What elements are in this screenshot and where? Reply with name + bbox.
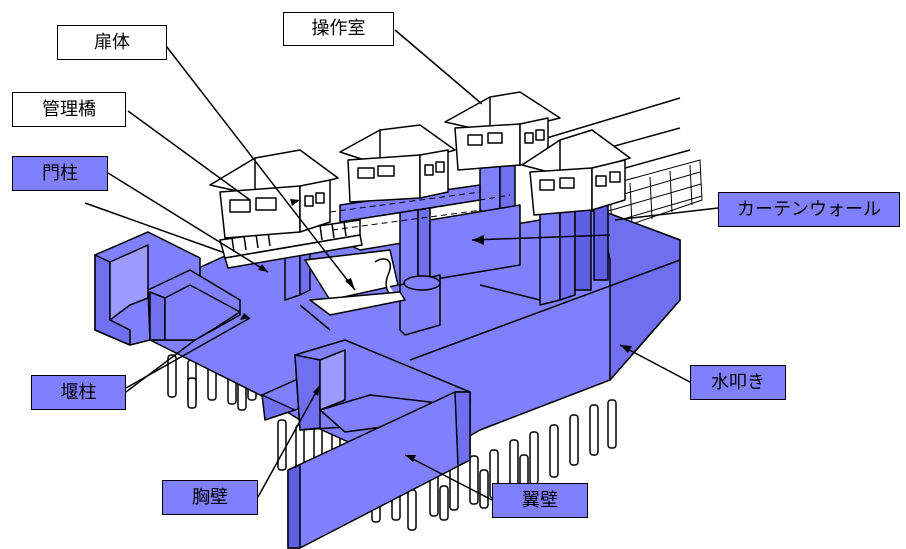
curtain-wall-panel bbox=[339, 184, 521, 281]
operation-house-4 bbox=[521, 129, 631, 216]
label-sluice-gate: 扉体 bbox=[57, 25, 167, 60]
label-curtain-wall: カーテンウォール bbox=[718, 192, 900, 227]
label-weir-pillar: 堰柱 bbox=[31, 375, 126, 410]
label-gate-pillar: 門柱 bbox=[12, 156, 108, 191]
arrowheads bbox=[240, 199, 632, 462]
label-operation-room: 操作室 bbox=[283, 12, 394, 46]
label-management-bridge: 管理橋 bbox=[12, 92, 126, 127]
label-wing-wall: 翼壁 bbox=[492, 483, 588, 518]
operation-house-2 bbox=[339, 124, 456, 203]
operation-house-1 bbox=[209, 149, 339, 239]
downstream-structure bbox=[261, 339, 471, 549]
operation-house-3 bbox=[444, 91, 561, 171]
sluice-gate-plates bbox=[304, 249, 441, 336]
upstream-wing-wall bbox=[94, 231, 241, 346]
hidden-edges bbox=[329, 191, 511, 231]
leader-lines bbox=[107, 29, 719, 501]
label-breast-wall: 胸壁 bbox=[162, 480, 258, 515]
label-apron: 水叩き bbox=[690, 365, 786, 400]
